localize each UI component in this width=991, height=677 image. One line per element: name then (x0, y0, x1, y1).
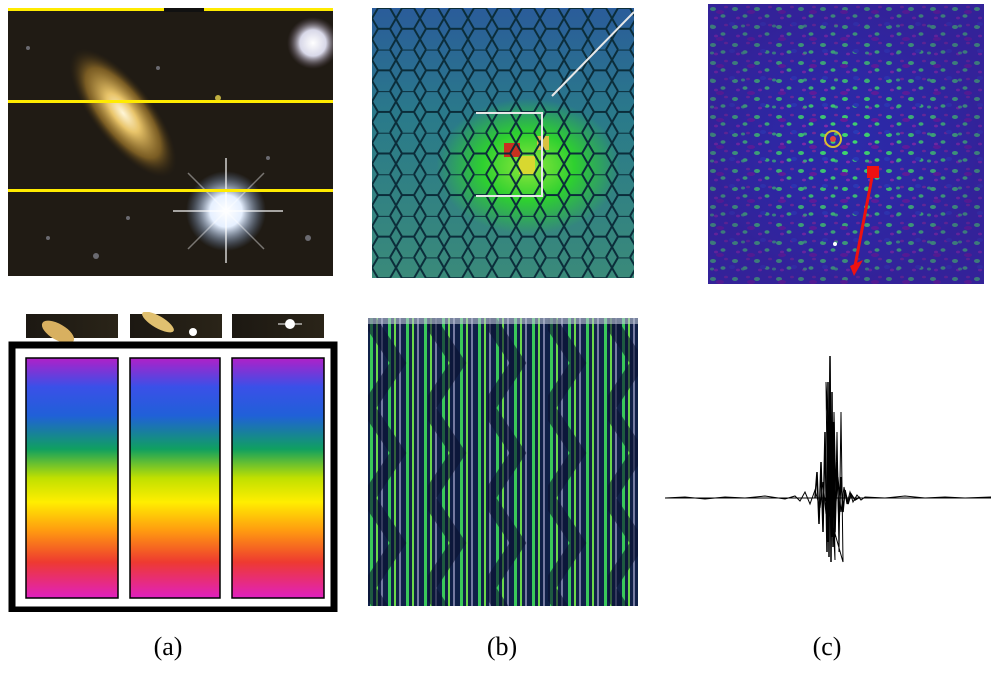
caption-c: (c) (812, 632, 842, 661)
spectrum-strips-panel (8, 312, 338, 612)
speckle-map-icon (708, 4, 984, 284)
caption-b: (b) (486, 632, 518, 661)
dispersed-spectra-image-icon (368, 318, 638, 606)
hexagonal-ifu-map-icon (372, 8, 634, 278)
galaxy-image-panel (8, 8, 333, 276)
stripe-image-panel (368, 318, 638, 606)
caption-a: (a) (153, 632, 183, 661)
galaxy-photo-icon (8, 8, 333, 276)
hex-map-panel (372, 8, 634, 278)
interferogram-signal-icon (665, 355, 991, 563)
interferogram-panel (665, 352, 991, 567)
speckle-map-panel (708, 4, 984, 284)
rainbow-spectrum-strips-icon (8, 312, 338, 612)
